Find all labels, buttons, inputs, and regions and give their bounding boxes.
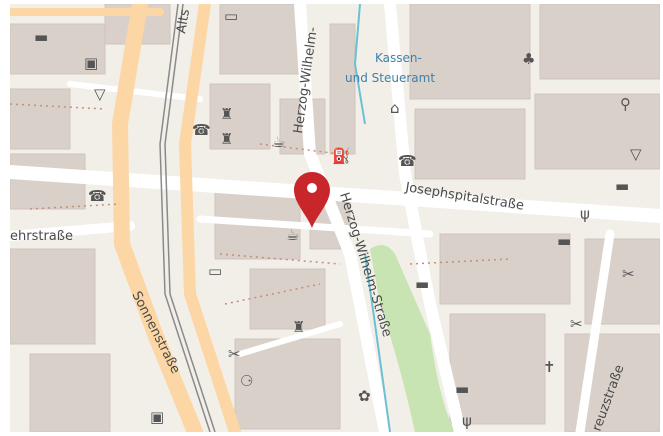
hairdresser-icon: ✂: [570, 315, 583, 333]
hotel-icon: ⚲: [620, 95, 631, 113]
clothes-shop-icon: ♜: [292, 318, 305, 336]
hairdresser-icon: ✂: [622, 265, 635, 283]
shopping-cart-icon: ⚆: [240, 372, 253, 390]
restaurant-icon: ψ: [462, 412, 472, 430]
stream-line: [353, 4, 366, 125]
playground-icon: ♣: [522, 50, 535, 68]
stream-line-lower: [364, 253, 391, 432]
cocktail-bar-icon: ▽: [630, 145, 642, 163]
map-view[interactable]: Herzog-Wilhelm- Herzog-Wilhelm-Straße Jo…: [10, 4, 660, 432]
atm-icon: ▣: [150, 408, 164, 426]
telephone-icon: ☎: [192, 121, 211, 139]
telephone-icon: ☎: [398, 152, 417, 170]
hotel-icon: ▬: [615, 177, 629, 195]
cafe-icon: ☕: [286, 226, 299, 244]
bank-icon: ▣: [84, 54, 98, 72]
hotel-icon: ▬: [455, 380, 469, 398]
major-roads: [10, 4, 241, 432]
telephone-icon: ☎: [88, 187, 107, 205]
hotel-icon: ▬: [557, 232, 571, 250]
label-top-left-street: Alts: [174, 8, 193, 35]
courthouse-icon: ⌂: [390, 99, 400, 117]
map-canvas: Herzog-Wilhelm- Herzog-Wilhelm-Straße Jo…: [10, 4, 660, 432]
clothes-shop-icon: ♜: [220, 130, 233, 148]
clothes-shop-icon: ♜: [220, 105, 233, 123]
label-left-street: ehrstraße: [10, 229, 73, 244]
label-steueramt: und Steueramt: [345, 71, 435, 85]
art-gallery-icon: ✿: [358, 387, 371, 405]
fast-food-icon: ▬: [34, 28, 48, 46]
location-marker[interactable]: [294, 172, 330, 228]
park-area: [370, 245, 455, 432]
bank-icon: ▭: [224, 7, 238, 25]
marker-pin: [294, 172, 330, 228]
fuel-icon: ⛽: [332, 147, 351, 165]
cafe-icon: ☕: [272, 133, 285, 151]
restaurant-icon: ψ: [580, 205, 590, 223]
cocktail-bar-icon: ▽: [94, 85, 106, 103]
atm-icon: ▭: [208, 262, 222, 280]
church-icon: ✝: [543, 358, 556, 376]
hairdresser-icon: ✂: [228, 345, 241, 363]
marker-dot: [307, 183, 317, 193]
fast-food-icon: ▬: [415, 275, 429, 293]
label-kassen: Kassen-: [375, 51, 422, 65]
rail-lines: [159, 4, 216, 432]
footpaths: [10, 103, 511, 305]
